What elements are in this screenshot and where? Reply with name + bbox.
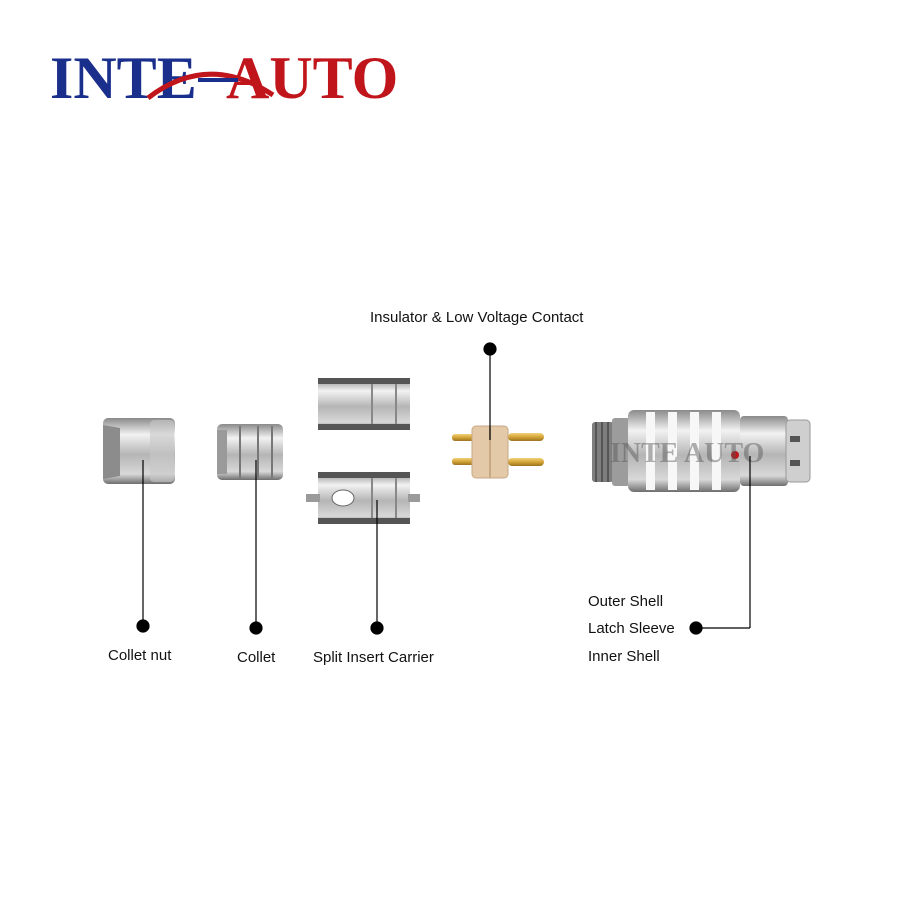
split-insert-carrier-top xyxy=(318,378,410,430)
label-collet: Collet xyxy=(237,649,276,666)
logo-text-inte: INTE xyxy=(50,45,197,111)
leader-lines xyxy=(136,342,751,635)
label-split-insert: Split Insert Carrier xyxy=(313,649,434,666)
connector-body-part: INTE AUTO xyxy=(592,410,811,492)
collet-nut-part xyxy=(103,418,175,484)
collet-marker xyxy=(249,621,263,635)
label-outer-shell: Outer Shell xyxy=(588,593,664,610)
red-dot-marker xyxy=(731,451,739,459)
watermark-text: INTE AUTO xyxy=(610,438,764,469)
collet-part xyxy=(217,424,283,480)
insulator-marker xyxy=(483,342,497,356)
logo-swoosh xyxy=(146,71,275,100)
label-inner-shell: Inner Shell xyxy=(588,648,660,665)
inte-auto-logo: INTE AUTO xyxy=(50,45,398,111)
logo-text-auto: AUTO xyxy=(226,45,398,111)
label-collet-nut: Collet nut xyxy=(108,647,172,664)
label-latch-sleeve: Latch Sleeve xyxy=(588,620,675,637)
split-insert-marker xyxy=(370,621,384,635)
collet-nut-marker xyxy=(136,619,150,633)
shell-marker xyxy=(689,621,703,635)
label-insulator: Insulator & Low Voltage Contact xyxy=(370,309,584,326)
split-insert-carrier-bottom xyxy=(306,472,420,524)
insulator-contact-part xyxy=(452,425,544,479)
